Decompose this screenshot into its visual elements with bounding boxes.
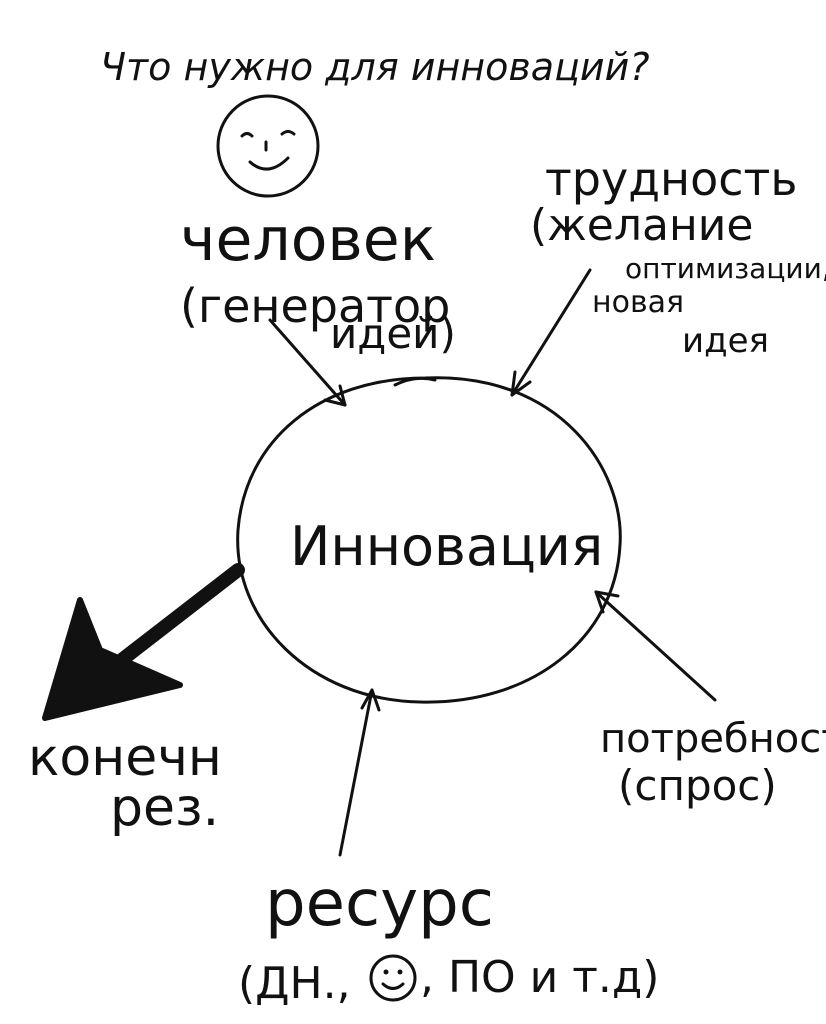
resource-sublabel-2: , ПО и т.д) — [420, 952, 659, 1003]
difficulty-sublabel-4: идея — [682, 321, 769, 361]
person-label: человек — [180, 205, 436, 275]
resource-sublabel-1: (ДН., — [238, 958, 351, 1009]
small-smiley-icon — [369, 954, 417, 1002]
arrow-need-to-center — [594, 590, 717, 702]
node-result: конечн рез. — [28, 728, 222, 838]
difficulty-sublabel-1: (желание — [530, 200, 753, 251]
person-sublabel-2: идей) — [330, 309, 456, 358]
person-sublabel-1: (генератор — [180, 279, 450, 333]
node-resource: ресурс (ДН., , ПО и т.д) — [238, 867, 659, 1009]
need-label: потребность — [600, 716, 826, 762]
need-sublabel: (спрос) — [618, 761, 777, 810]
arrow-resource-to-center — [338, 688, 381, 857]
title: Что нужно для инноваций? — [100, 45, 650, 89]
difficulty-label: трудность — [545, 152, 797, 206]
difficulty-sublabel-3: новая — [592, 285, 684, 320]
arrow-center-to-result — [42, 563, 245, 721]
resource-label: ресурс — [265, 867, 494, 941]
node-need: потребность (спрос) — [600, 716, 826, 810]
node-difficulty: трудность (желание оптимизации, новая ид… — [530, 152, 826, 361]
difficulty-sublabel-2: оптимизации, — [625, 252, 826, 285]
arrow-person-to-center — [268, 318, 347, 407]
result-label: конечн — [28, 728, 222, 788]
result-sublabel: рез. — [110, 778, 219, 838]
center-label: Инновация — [290, 515, 603, 578]
center-node: Инновация — [236, 376, 622, 704]
arrow-difficulty-to-center — [510, 268, 592, 397]
node-person: человек (генератор идей) — [180, 205, 456, 358]
smiley-face-icon — [216, 94, 320, 198]
